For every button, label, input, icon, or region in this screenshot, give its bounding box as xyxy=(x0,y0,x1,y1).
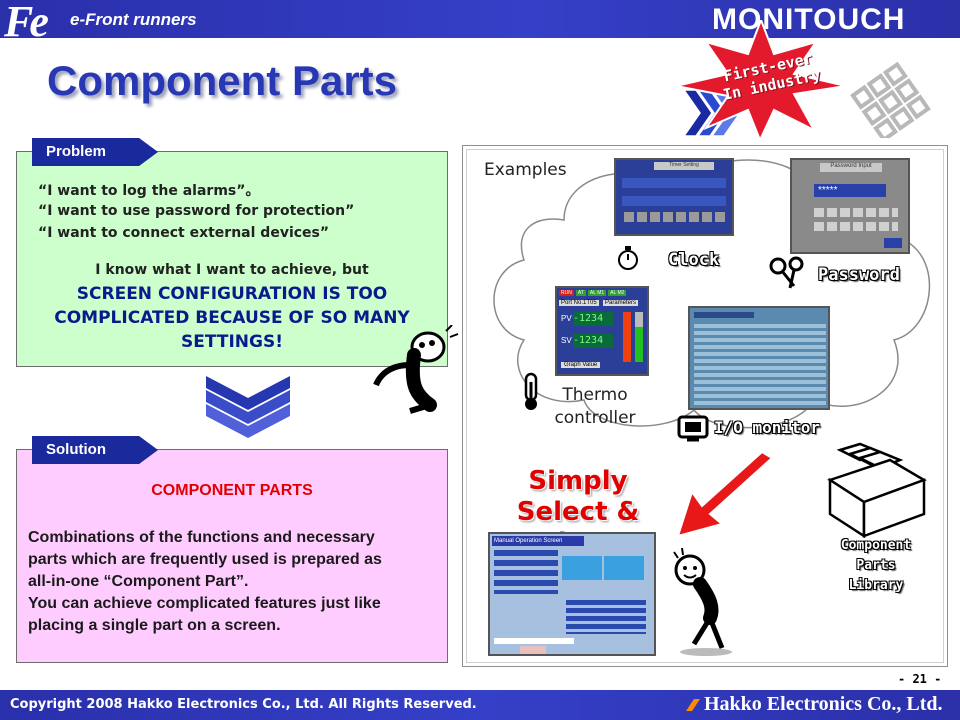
problem-lead: I know what I want to achieve, but xyxy=(95,262,369,278)
down-arrow-chevrons-icon xyxy=(206,376,290,438)
emphasis-line-3: SETTINGS! xyxy=(181,332,283,352)
solution-line-5: placing a single part on a screen. xyxy=(28,617,281,634)
simply-select-place: Simply Select & Place xyxy=(478,466,678,559)
footer-bar xyxy=(0,690,960,720)
monitouch-logo: MONITOUCH xyxy=(712,3,906,36)
io-monitor-thumbnail xyxy=(688,306,830,410)
examples-panel-inner xyxy=(466,149,944,663)
solution-body: Combinations of the functions and necess… xyxy=(28,527,446,637)
stressed-person-icon xyxy=(373,325,459,414)
sv-label: SV xyxy=(561,336,572,345)
stopwatch-icon xyxy=(618,246,638,270)
emphasis-line-1: SCREEN CONFIGURATION IS TOO xyxy=(76,284,388,304)
pv-label: PV xyxy=(561,314,572,323)
sv-value: -1234 xyxy=(573,334,613,348)
password-screen-thumbnail: Password Input ***** xyxy=(790,158,910,254)
thermo-port: Port No.1T05 xyxy=(559,300,599,306)
fe-logo: Fe xyxy=(4,0,49,46)
manual-screen-title: Manual Operation Screen xyxy=(492,536,584,546)
header-bar xyxy=(0,0,960,38)
company-name: Hakko Electronics Co., Ltd. xyxy=(704,693,943,715)
thermo-parameters: Parameters xyxy=(603,300,639,306)
solution-box xyxy=(16,449,448,663)
solution-line-1: Combinations of the functions and necess… xyxy=(28,529,375,546)
password-screen-title: Password Input xyxy=(820,163,882,172)
emphasis-line-2: COMPLICATED BECAUSE OF SO MANY xyxy=(54,308,410,328)
thermo-label-1: Thermo xyxy=(562,385,628,405)
thermo-label: Thermo controller xyxy=(545,384,645,430)
problem-quote-2: “I want to use password for protection” xyxy=(38,203,355,219)
happy-person-icon xyxy=(673,548,732,656)
page-title: Component Parts xyxy=(47,57,398,104)
problem-quote-3: “I want to connect external devices” xyxy=(38,225,330,241)
problem-quote-1: “I want to log the alarms”。 xyxy=(38,183,260,199)
problem-tag: Problem xyxy=(32,138,158,166)
password-label: Password xyxy=(818,265,900,285)
copyright-text: Copyright 2008 Hakko Electronics Co., Lt… xyxy=(10,697,477,712)
clock-label: Clock xyxy=(668,250,720,270)
thermo-btn-alm1: AL M1 xyxy=(587,290,607,296)
thermo-btn-alm2: AL M2 xyxy=(608,290,627,296)
library-label-3: Library xyxy=(848,578,904,593)
hakko-logo-icon xyxy=(686,699,700,711)
thermo-screen-thumbnail: RUN AT AL M1 AL M2 Port No.1T05 Paramete… xyxy=(555,286,649,376)
solution-tag: Solution xyxy=(32,436,158,464)
clock-screen-thumbnail: Timer Setting xyxy=(614,158,734,236)
problem-box xyxy=(16,151,448,367)
io-monitor-label: I/O monitor xyxy=(714,418,820,437)
thermo-btn-run: RUN xyxy=(559,290,574,296)
thermo-btn-at: AT xyxy=(575,290,586,296)
red-arrow-icon xyxy=(676,452,774,538)
clock-screen-title: Timer Setting xyxy=(654,162,714,170)
grid-decoration-icon xyxy=(850,61,931,138)
tv-monitor-icon xyxy=(677,415,709,442)
examples-heading: Examples xyxy=(484,160,567,180)
solution-heading: COMPONENT PARTS xyxy=(151,482,313,499)
component-parts-library-label: Component Parts Library xyxy=(826,536,926,596)
solution-line-4: You can achieve complicated features jus… xyxy=(28,595,381,612)
page-number: - 21 - xyxy=(898,672,942,686)
keys-icon xyxy=(769,256,804,289)
graph-value-button: Graph Value xyxy=(561,362,601,368)
pv-value: -1234 xyxy=(573,312,613,326)
password-mask: ***** xyxy=(814,184,886,197)
problem-emphasis: SCREEN CONFIGURATION IS TOO COMPLICATED … xyxy=(18,282,446,354)
library-label-2: Parts xyxy=(856,558,896,573)
card-file-box-icon xyxy=(827,442,927,538)
first-ever-star-badge xyxy=(676,20,846,140)
solution-line-2: parts which are frequently used is prepa… xyxy=(28,551,382,568)
cta-line-1: Simply xyxy=(528,466,628,496)
solution-line-3: all-in-one “Component Part”. xyxy=(28,573,249,590)
library-label-1: Component xyxy=(840,538,912,553)
tagline: e-Front runners xyxy=(70,10,197,29)
manual-operation-thumbnail: Manual Operation Screen xyxy=(488,532,656,656)
thermo-label-2: controller xyxy=(554,408,636,428)
thermometer-icon xyxy=(524,372,538,410)
